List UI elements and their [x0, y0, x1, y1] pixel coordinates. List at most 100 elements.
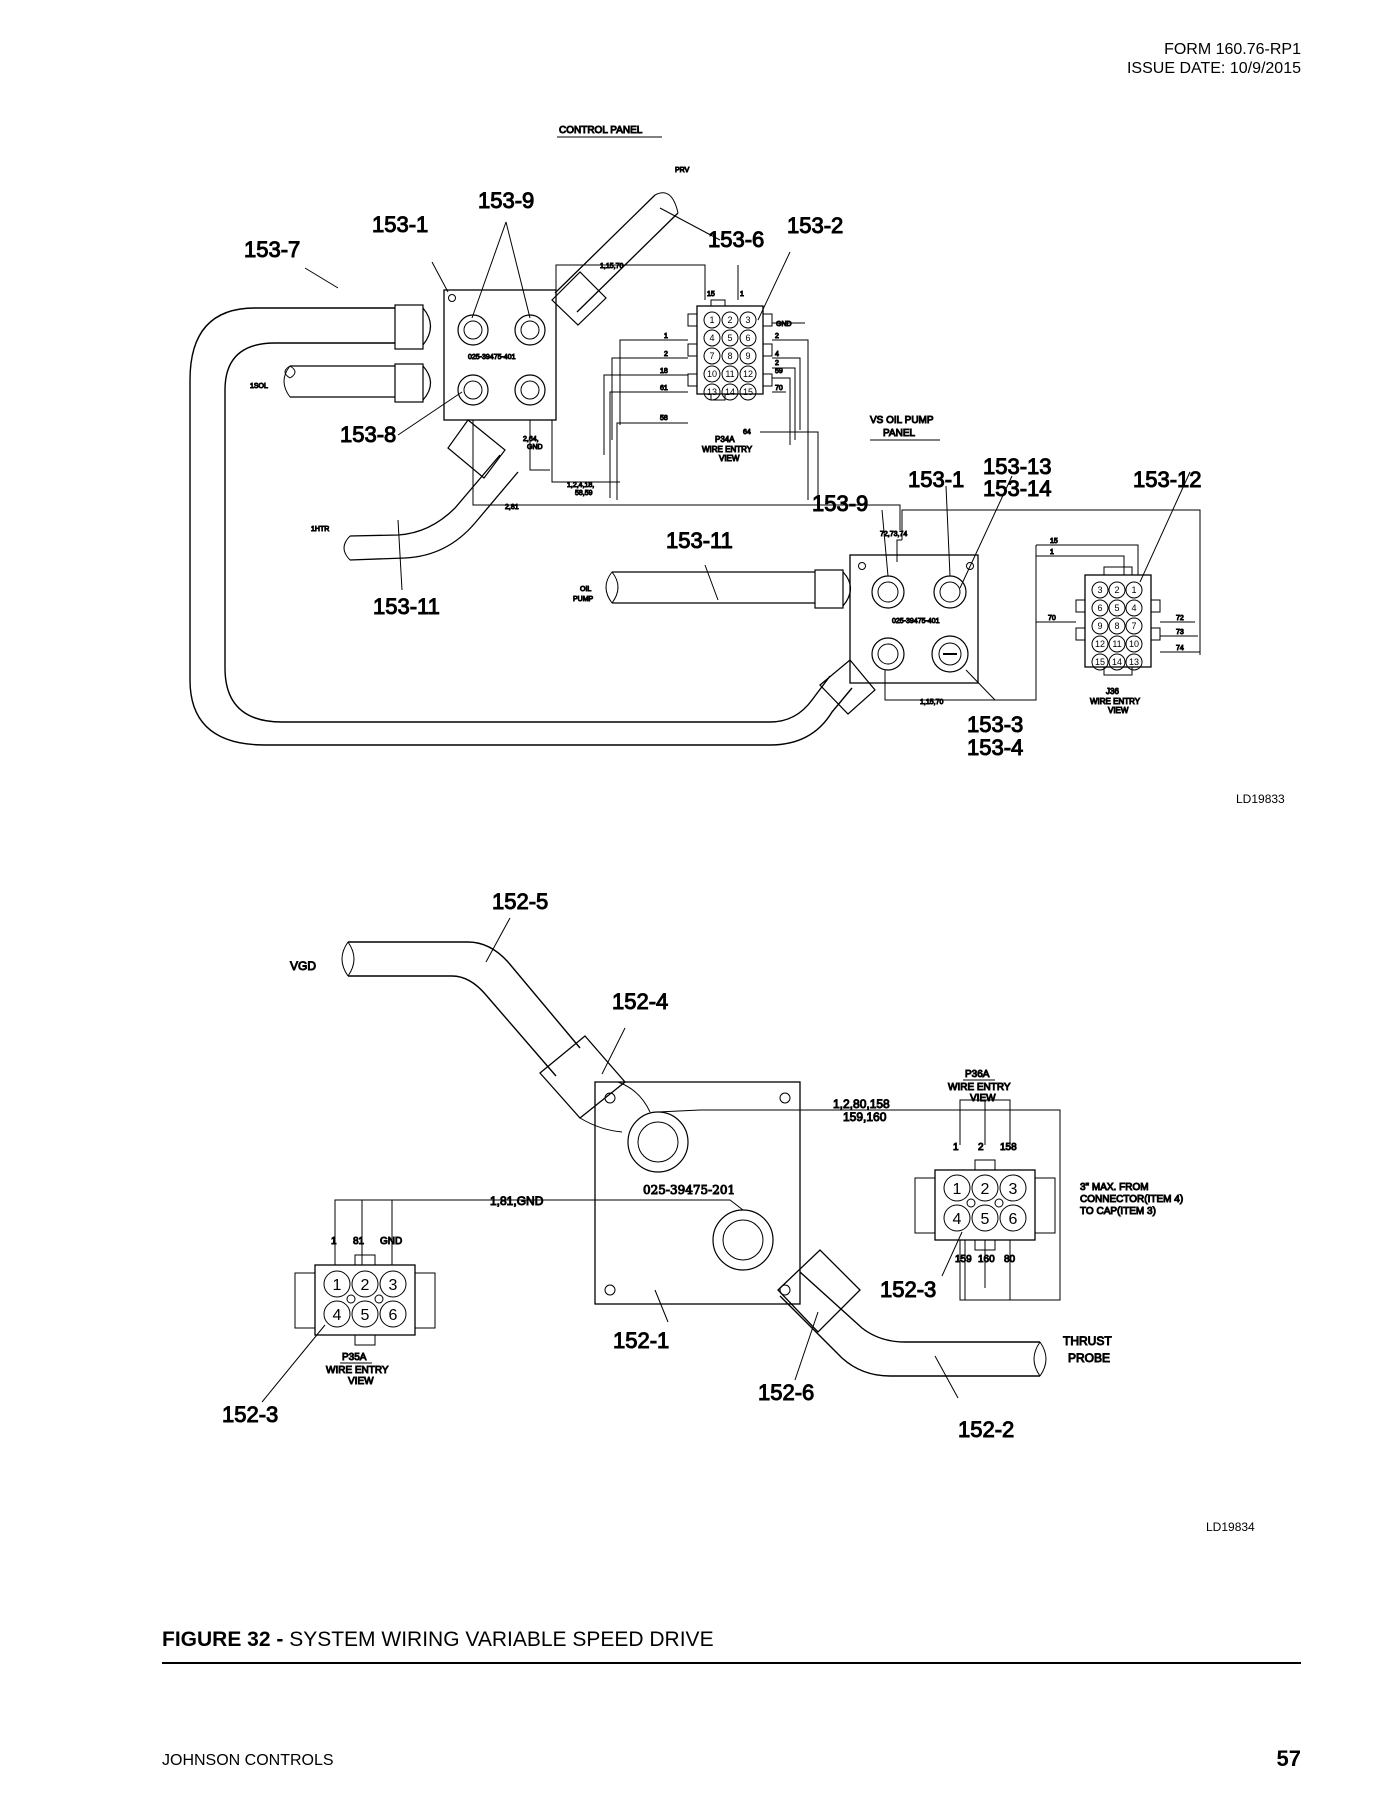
- pin-number: 5: [361, 1307, 370, 1324]
- connector-pin: [703, 311, 721, 329]
- callout-152-5: 152-5: [492, 889, 548, 914]
- wire-gnd: GND: [776, 321, 792, 328]
- pin-number: 14: [1112, 657, 1122, 667]
- connector-pin: [351, 1270, 379, 1298]
- connector-pin: [1125, 581, 1143, 599]
- pin-number: 5: [1114, 603, 1119, 613]
- diagram-2: VGD 025-39475-201 1,2,80,158 159,160 1,8…: [222, 889, 1184, 1443]
- connector-pin: [703, 329, 721, 347]
- endpoint-oil: OIL: [580, 586, 591, 593]
- pin-number: 6: [1097, 603, 1102, 613]
- pin-number: 13: [707, 387, 717, 397]
- connector-pin: [971, 1174, 999, 1202]
- key-dot: [374, 1294, 384, 1304]
- callout-153-11a: 153-11: [666, 528, 733, 553]
- form-number: FORM 160.76-RP1: [1164, 41, 1301, 58]
- wire-r2b: 2: [775, 360, 779, 367]
- p35a-view: VIEW: [348, 1376, 374, 1387]
- endpoint-prv: PRV: [675, 167, 690, 174]
- pin-number: 5: [981, 1211, 990, 1228]
- key-dot: [346, 1294, 356, 1304]
- pin-number: 8: [1114, 621, 1119, 631]
- pin-number: 6: [745, 333, 750, 343]
- connector-pin: [323, 1270, 351, 1298]
- pin-number: 4: [953, 1211, 962, 1228]
- pin-number: 1: [709, 315, 714, 325]
- connector-pin: [1091, 599, 1109, 617]
- wire-15: 15: [707, 291, 715, 298]
- endpoint-probe: PROBE: [1068, 1351, 1110, 1365]
- pin-number: 13: [1129, 657, 1139, 667]
- pin-number: 1: [1131, 585, 1136, 595]
- connector-pin: [1108, 599, 1126, 617]
- endpoint-1sol: 1SOL: [250, 383, 268, 390]
- pin-number: 3: [1097, 585, 1102, 595]
- connector-pin: [379, 1270, 407, 1298]
- connector-pin: [1091, 617, 1109, 635]
- p34a-view: VIEW: [719, 454, 740, 463]
- wire-gnd2: GND: [527, 444, 543, 451]
- wire-p36-159: 159: [955, 1254, 972, 1265]
- pin-number: 15: [743, 387, 753, 397]
- wire-j73: 73: [1176, 629, 1184, 636]
- ref-ld19833: LD19833: [1236, 792, 1285, 806]
- wire-1-2-4-18: 1,2,4,18,: [567, 482, 594, 489]
- pin-number: 2: [727, 315, 732, 325]
- figure-title: SYSTEM WIRING VARIABLE SPEED DRIVE: [289, 1628, 714, 1651]
- callout-153-4: 153-4: [967, 735, 1023, 760]
- wire-j74: 74: [1176, 645, 1184, 652]
- connector-vs-lower: [819, 659, 876, 715]
- control-panel-title: CONTROL PANEL: [559, 125, 643, 136]
- connector-pin: [351, 1300, 379, 1328]
- wire-1-15-70-bot: 1,15,70: [920, 699, 943, 706]
- connector-pin: [1108, 581, 1126, 599]
- p35a-entry: WIRE ENTRY: [326, 1365, 389, 1376]
- page-number: 57: [1276, 1746, 1301, 1771]
- wire-p36-158: 158: [1000, 1142, 1017, 1153]
- wire-l58: 58: [660, 415, 668, 422]
- wire-p35-81: 81: [353, 1236, 365, 1247]
- control-plate-code: 025-39475-401: [468, 354, 516, 361]
- wire-l1: 1: [664, 333, 668, 340]
- wire-l18: 18: [660, 368, 668, 375]
- pin-number: 7: [1131, 621, 1136, 631]
- wire-1-81-gnd: 1,81,GND: [490, 1194, 544, 1208]
- callout-152-6: 152-6: [758, 1380, 814, 1405]
- p36a-title: P36A: [965, 1069, 990, 1080]
- callout-153-3: 153-3: [967, 712, 1023, 737]
- connector-pin: [1125, 653, 1143, 671]
- vgd-plate: [594, 1081, 801, 1305]
- callout-153-9a: 153-9: [478, 188, 534, 213]
- connector-152-6: [777, 1249, 861, 1333]
- callout-153-13: 153-13: [983, 454, 1052, 479]
- connector-pin: [721, 347, 739, 365]
- connector-pin: [379, 1300, 407, 1328]
- diagram-1: CONTROL PANEL 1SOL 025-39475-401 PRV: [189, 125, 1202, 761]
- key-dot: [966, 1198, 976, 1208]
- key-dot: [994, 1198, 1004, 1208]
- vs-panel-title2: PANEL: [883, 428, 915, 439]
- connector-pin: [943, 1204, 971, 1232]
- vs-panel-title1: VS OIL PUMP: [870, 415, 934, 426]
- p34a-title: P34A: [715, 435, 735, 444]
- conduit-153-7: [189, 307, 853, 746]
- endpoint-vgd: VGD: [290, 959, 316, 973]
- callout-152-1: 152-1: [613, 1328, 669, 1353]
- pin-number: 12: [743, 369, 753, 379]
- wire-j70: 70: [1048, 615, 1056, 622]
- connector-pin: [999, 1204, 1027, 1232]
- endpoint-pump: PUMP: [573, 596, 594, 603]
- note-line3: TO CAP(ITEM 3): [1080, 1206, 1156, 1217]
- pin-number: 2: [1114, 585, 1119, 595]
- j36-title: J36: [1106, 687, 1119, 696]
- callout-152-3a: 152-3: [222, 1402, 278, 1427]
- wire-p36-1: 1: [953, 1142, 959, 1153]
- note-line2: CONNECTOR(ITEM 4): [1080, 1194, 1183, 1205]
- p34a-entry: WIRE ENTRY: [702, 445, 753, 454]
- connector-pin: [1091, 635, 1109, 653]
- footer-company: JOHNSON CONTROLS: [162, 1752, 334, 1769]
- connector-pin: [721, 365, 739, 383]
